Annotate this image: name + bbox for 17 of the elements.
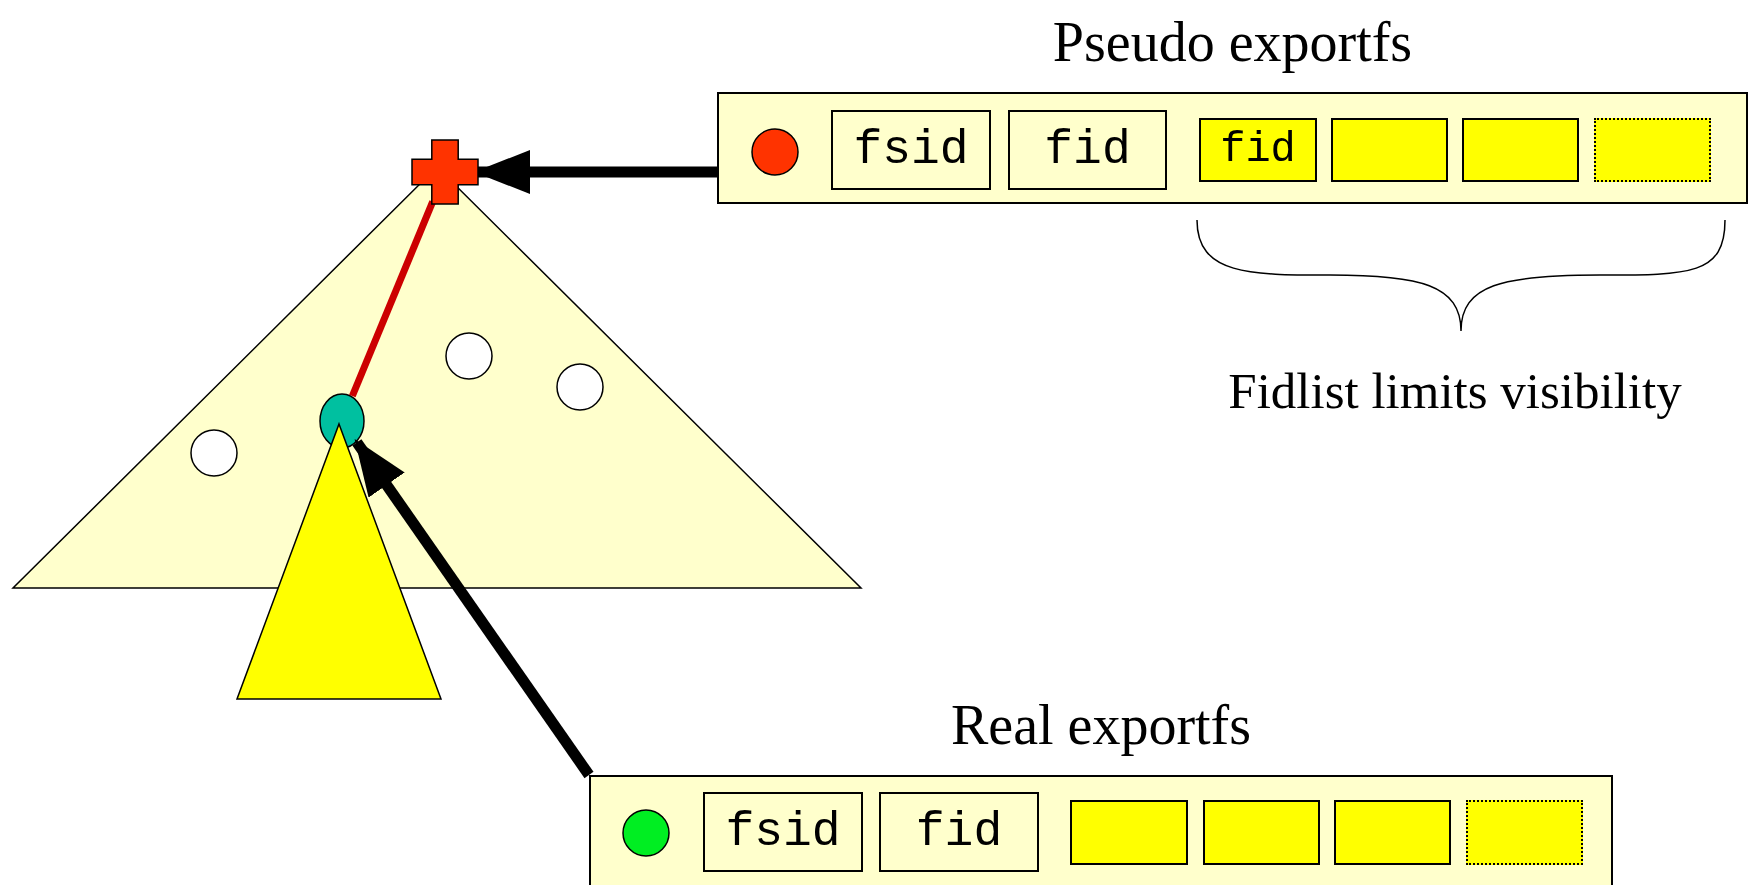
bar-heading: Pseudo exportfs <box>1051 10 1414 75</box>
connector-line <box>349 200 436 398</box>
entry-slot <box>1203 800 1320 865</box>
entry-slot <box>1466 800 1583 865</box>
field-cell: fid <box>1199 118 1317 182</box>
entry-slot <box>1462 118 1579 182</box>
field-cell: fsid <box>831 110 991 190</box>
bar-heading: Real exportfs <box>949 693 1253 758</box>
entry-slot <box>1594 118 1711 182</box>
entry-slot <box>1334 800 1451 865</box>
entry-slot <box>1331 118 1448 182</box>
entry-slot <box>1070 800 1188 865</box>
arrow <box>352 439 594 779</box>
field-cell: fsid <box>703 792 863 872</box>
field-cell: fid <box>1008 110 1167 190</box>
field-cell: fid <box>879 792 1039 872</box>
annotation-text: Fidlist limits visibility <box>1227 362 1683 420</box>
